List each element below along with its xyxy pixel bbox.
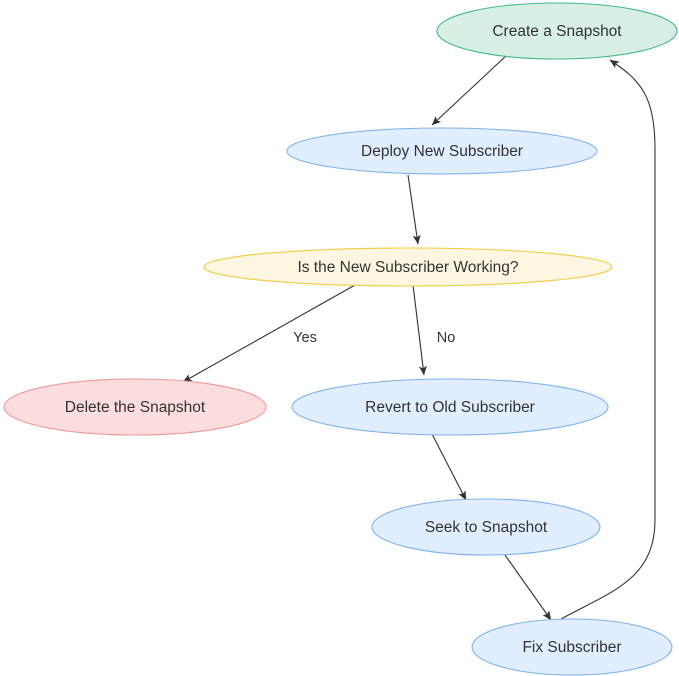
edge-labels-group: Yes No: [293, 330, 455, 346]
node-deploy-new-subscriber-label: Deploy New Subscriber: [361, 143, 523, 160]
node-create-snapshot-label: Create a Snapshot: [492, 23, 622, 40]
edge-seek-to-fix: [504, 554, 552, 621]
node-create-snapshot[interactable]: Create a Snapshot: [436, 2, 678, 60]
node-seek-to-snapshot-label: Seek to Snapshot: [425, 519, 548, 536]
node-is-working-shape[interactable]: [203, 247, 613, 287]
node-revert-old-subscriber-shape[interactable]: [291, 378, 609, 436]
edge-decision-to-delete: [182, 284, 356, 383]
edge-create-to-deploy: [431, 54, 508, 126]
node-revert-old-subscriber-label: Revert to Old Subscriber: [365, 399, 535, 416]
edge-decision-to-revert: [412, 284, 427, 376]
node-delete-snapshot-shape[interactable]: [3, 378, 267, 436]
edge-fix-to-create: [560, 59, 656, 620]
node-deploy-new-subscriber[interactable]: Deploy New Subscriber: [286, 127, 598, 175]
node-delete-snapshot[interactable]: Delete the Snapshot: [3, 378, 267, 436]
node-delete-snapshot-label: Delete the Snapshot: [65, 399, 206, 416]
nodes-group: Create a Snapshot Deploy New Subscriber …: [3, 2, 678, 676]
node-fix-subscriber-shape[interactable]: [471, 618, 673, 676]
node-create-snapshot-shape[interactable]: [436, 2, 678, 60]
node-seek-to-snapshot-shape[interactable]: [371, 498, 601, 556]
edges-group: [182, 54, 656, 621]
node-deploy-new-subscriber-shape[interactable]: [286, 127, 598, 175]
node-is-working[interactable]: Is the New Subscriber Working?: [203, 247, 613, 287]
edge-revert-to-seek: [431, 433, 467, 501]
edge-deploy-to-decision: [407, 174, 421, 245]
node-fix-subscriber-label: Fix Subscriber: [522, 639, 621, 656]
node-fix-subscriber[interactable]: Fix Subscriber: [471, 618, 673, 676]
edge-label-yes: Yes: [293, 330, 317, 346]
node-seek-to-snapshot[interactable]: Seek to Snapshot: [371, 498, 601, 556]
edge-label-no: No: [437, 330, 456, 346]
node-revert-old-subscriber[interactable]: Revert to Old Subscriber: [291, 378, 609, 436]
node-is-working-label: Is the New Subscriber Working?: [297, 259, 518, 276]
